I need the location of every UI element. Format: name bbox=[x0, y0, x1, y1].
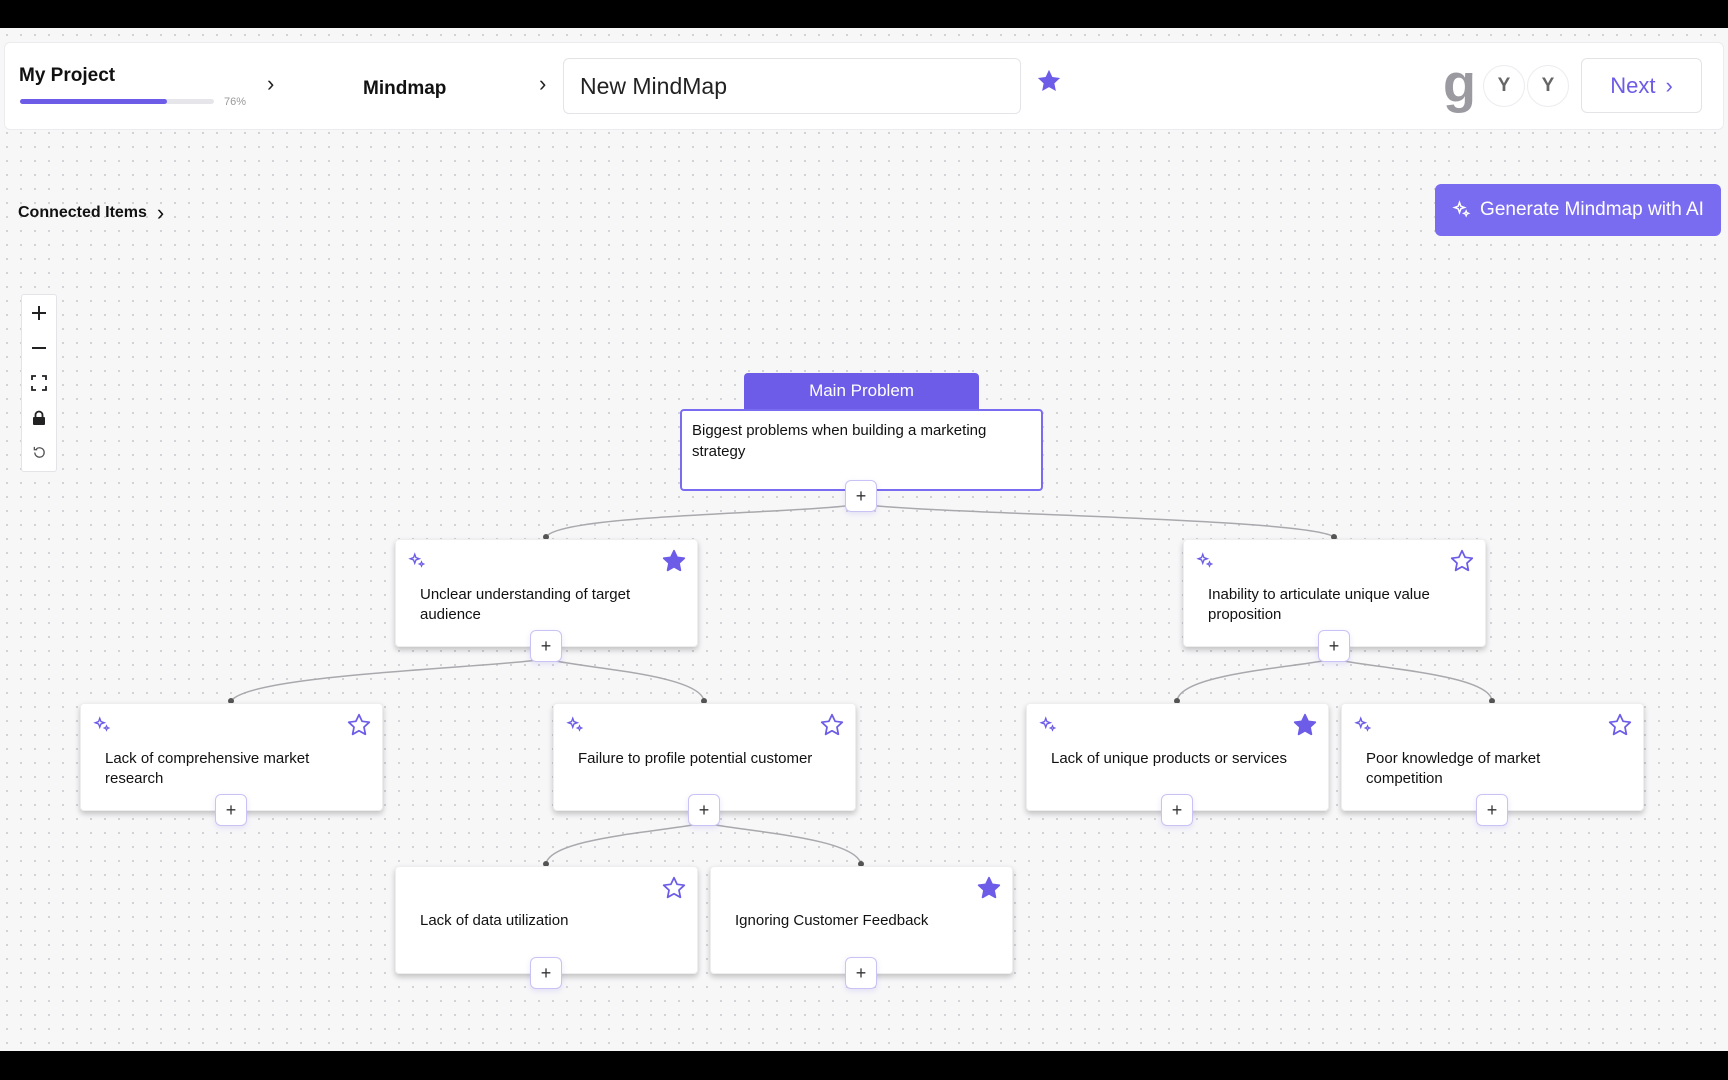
bottom-bar bbox=[0, 1051, 1728, 1080]
star-outline-icon[interactable] bbox=[346, 712, 372, 738]
plus-icon: + bbox=[855, 962, 867, 983]
star-filled-icon[interactable] bbox=[1292, 712, 1318, 738]
plus-icon: + bbox=[698, 799, 710, 820]
fit-view-icon bbox=[31, 374, 47, 391]
add-child-button[interactable]: + bbox=[845, 480, 877, 512]
node-text: Ignoring Customer Feedback bbox=[735, 912, 929, 929]
plus-icon: + bbox=[1486, 799, 1498, 820]
node-text: Inability to articulate unique value pro… bbox=[1208, 586, 1430, 623]
minus-icon bbox=[32, 346, 46, 349]
plus-icon: + bbox=[1328, 635, 1340, 656]
generate-mindmap-label: Generate Mindmap with AI bbox=[1480, 199, 1704, 220]
star-filled-icon[interactable] bbox=[976, 875, 1002, 901]
project-progress-fill bbox=[20, 99, 168, 104]
chevron-right-icon[interactable]: › bbox=[267, 71, 275, 96]
edge-value-to-unique bbox=[1176, 658, 1335, 702]
add-child-button[interactable]: + bbox=[845, 957, 877, 989]
mindmap-node[interactable]: Unclear understanding of target audience bbox=[395, 539, 698, 647]
generate-mindmap-button[interactable]: Generate Mindmap with AI bbox=[1435, 184, 1721, 236]
star-filled-icon[interactable] bbox=[661, 548, 687, 574]
sparkle-icon bbox=[1452, 200, 1471, 218]
add-child-button[interactable]: + bbox=[530, 957, 562, 989]
edge-profile-to-data bbox=[545, 822, 705, 865]
breadcrumb-mindmap[interactable]: Mindmap bbox=[363, 78, 447, 99]
fit-view-button[interactable] bbox=[22, 365, 56, 400]
star-outline-icon[interactable] bbox=[1607, 712, 1633, 738]
add-child-button[interactable]: + bbox=[1318, 630, 1350, 662]
add-child-button[interactable]: + bbox=[1476, 794, 1508, 826]
reset-icon bbox=[33, 446, 45, 458]
main-problem-label: Main Problem bbox=[744, 373, 979, 409]
edge-main-to-audience bbox=[545, 503, 862, 538]
sparkle-icon[interactable] bbox=[1196, 552, 1214, 570]
node-text: Unclear understanding of target audience bbox=[420, 586, 631, 623]
plus-icon bbox=[32, 305, 46, 320]
sparkle-icon[interactable] bbox=[1354, 716, 1372, 734]
chevron-right-icon[interactable]: › bbox=[539, 71, 547, 96]
star-outline-icon[interactable] bbox=[661, 875, 687, 901]
edge-profile-to-feedback bbox=[703, 822, 862, 865]
zoom-out-button[interactable] bbox=[22, 330, 56, 365]
avatar[interactable]: Y bbox=[1483, 65, 1525, 107]
main-problem-node[interactable]: Biggest problems when building a marketi… bbox=[680, 409, 1043, 491]
plus-icon: + bbox=[855, 485, 867, 506]
plus-icon: + bbox=[225, 799, 237, 820]
mindmap-node[interactable]: Inability to articulate unique value pro… bbox=[1183, 539, 1486, 647]
project-progress-bar bbox=[20, 99, 214, 104]
edge-main-to-value bbox=[860, 503, 1335, 538]
star-outline-icon[interactable] bbox=[819, 712, 845, 738]
next-button-label: Next bbox=[1610, 72, 1656, 98]
app-logo-icon: g bbox=[1443, 54, 1476, 114]
edge-audience-to-research bbox=[230, 658, 547, 702]
zoom-in-button[interactable] bbox=[22, 295, 56, 330]
connected-items-label: Connected Items bbox=[18, 204, 147, 221]
project-title[interactable]: My Project bbox=[19, 65, 116, 86]
chevron-right-icon: › bbox=[1665, 72, 1673, 98]
lock-icon bbox=[33, 410, 45, 425]
mindmap-app: My Project 76% › Mindmap › g Y Y Next › … bbox=[0, 28, 1728, 1051]
sparkle-icon[interactable] bbox=[408, 552, 426, 570]
add-child-button[interactable]: + bbox=[530, 630, 562, 662]
plus-icon: + bbox=[1171, 799, 1183, 820]
mindmap-node[interactable]: Lack of unique products or services bbox=[1026, 703, 1329, 811]
mindmap-node[interactable]: Poor knowledge of market competition bbox=[1341, 703, 1644, 811]
edge-value-to-competition bbox=[1333, 658, 1493, 702]
zoom-controls bbox=[21, 294, 57, 472]
next-button[interactable]: Next › bbox=[1581, 58, 1702, 113]
sparkle-icon[interactable] bbox=[93, 716, 111, 734]
add-child-button[interactable]: + bbox=[688, 794, 720, 826]
plus-icon: + bbox=[540, 962, 552, 983]
add-child-button[interactable]: + bbox=[1161, 794, 1193, 826]
main-problem-text: Biggest problems when building a marketi… bbox=[692, 422, 987, 460]
lock-button[interactable] bbox=[22, 400, 56, 435]
node-text: Lack of comprehensive market research bbox=[105, 750, 310, 787]
sparkle-icon[interactable] bbox=[1039, 716, 1057, 734]
mindmap-node[interactable]: Lack of data utilization bbox=[395, 866, 698, 974]
node-text: Lack of data utilization bbox=[420, 912, 569, 929]
add-child-button[interactable]: + bbox=[215, 794, 247, 826]
sparkle-icon[interactable] bbox=[566, 716, 584, 734]
node-text: Poor knowledge of market competition bbox=[1366, 750, 1541, 787]
chevron-right-icon: › bbox=[156, 200, 165, 225]
star-outline-icon[interactable] bbox=[1449, 548, 1475, 574]
mindmap-title-input[interactable] bbox=[563, 58, 1021, 114]
plus-icon: + bbox=[540, 635, 552, 656]
project-progress-label: 76% bbox=[224, 96, 247, 108]
edge-audience-to-profile bbox=[545, 658, 705, 702]
node-text: Lack of unique products or services bbox=[1051, 750, 1287, 767]
mindmap-node[interactable]: Lack of comprehensive market research bbox=[80, 703, 383, 811]
favorite-star-icon[interactable] bbox=[1035, 67, 1063, 95]
reset-button[interactable] bbox=[22, 435, 56, 470]
node-text: Failure to profile potential customer bbox=[578, 750, 813, 767]
mindmap-node[interactable]: Failure to profile potential customer bbox=[553, 703, 856, 811]
avatar[interactable]: Y bbox=[1527, 65, 1569, 107]
top-header: My Project 76% › Mindmap › g Y Y Next › bbox=[4, 42, 1724, 130]
connected-items-link[interactable]: Connected Items › bbox=[18, 200, 164, 226]
